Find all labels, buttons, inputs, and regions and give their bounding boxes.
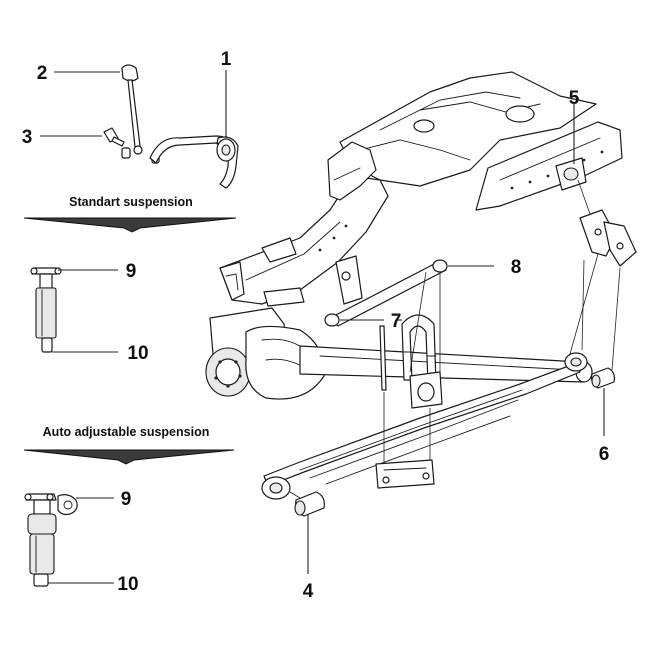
assembly-guide-lines <box>289 179 621 499</box>
callout-2: 2 <box>37 63 48 84</box>
stabilizer-bar-assembly <box>40 64 239 189</box>
callout-10-standard: 10 <box>127 343 148 364</box>
auto-suspension-header: Auto adjustable suspension <box>23 425 235 465</box>
callout-10-auto: 10 <box>117 574 138 595</box>
auto-suspension-label: Auto adjustable suspension <box>43 425 210 439</box>
leaf-spring <box>261 352 588 500</box>
chassis-frame <box>219 71 623 307</box>
standard-shock-absorber <box>30 267 118 353</box>
callout-1: 1 <box>221 49 232 70</box>
rear-hanger-bracket <box>579 209 637 267</box>
standard-suspension-header: Standart suspension <box>23 195 237 233</box>
bushing-6 <box>591 367 615 436</box>
callout-5: 5 <box>569 88 580 109</box>
callout-3: 3 <box>22 127 33 148</box>
callout-9-standard: 9 <box>126 261 137 282</box>
callout-7: 7 <box>391 311 402 332</box>
callout-8: 8 <box>511 257 522 278</box>
bushing-4 <box>294 491 325 574</box>
trailing-arm <box>324 259 494 327</box>
callout-6: 6 <box>599 444 610 465</box>
callout-4: 4 <box>303 581 314 602</box>
callout-numbers: 1 2 3 4 5 6 7 8 9 10 9 10 <box>22 49 610 602</box>
callout-9-auto: 9 <box>121 489 132 510</box>
rear-axle <box>205 307 593 400</box>
auto-adjustable-shock-absorber <box>24 493 114 587</box>
standard-suspension-label: Standart suspension <box>69 195 193 209</box>
u-bolts <box>375 314 443 489</box>
